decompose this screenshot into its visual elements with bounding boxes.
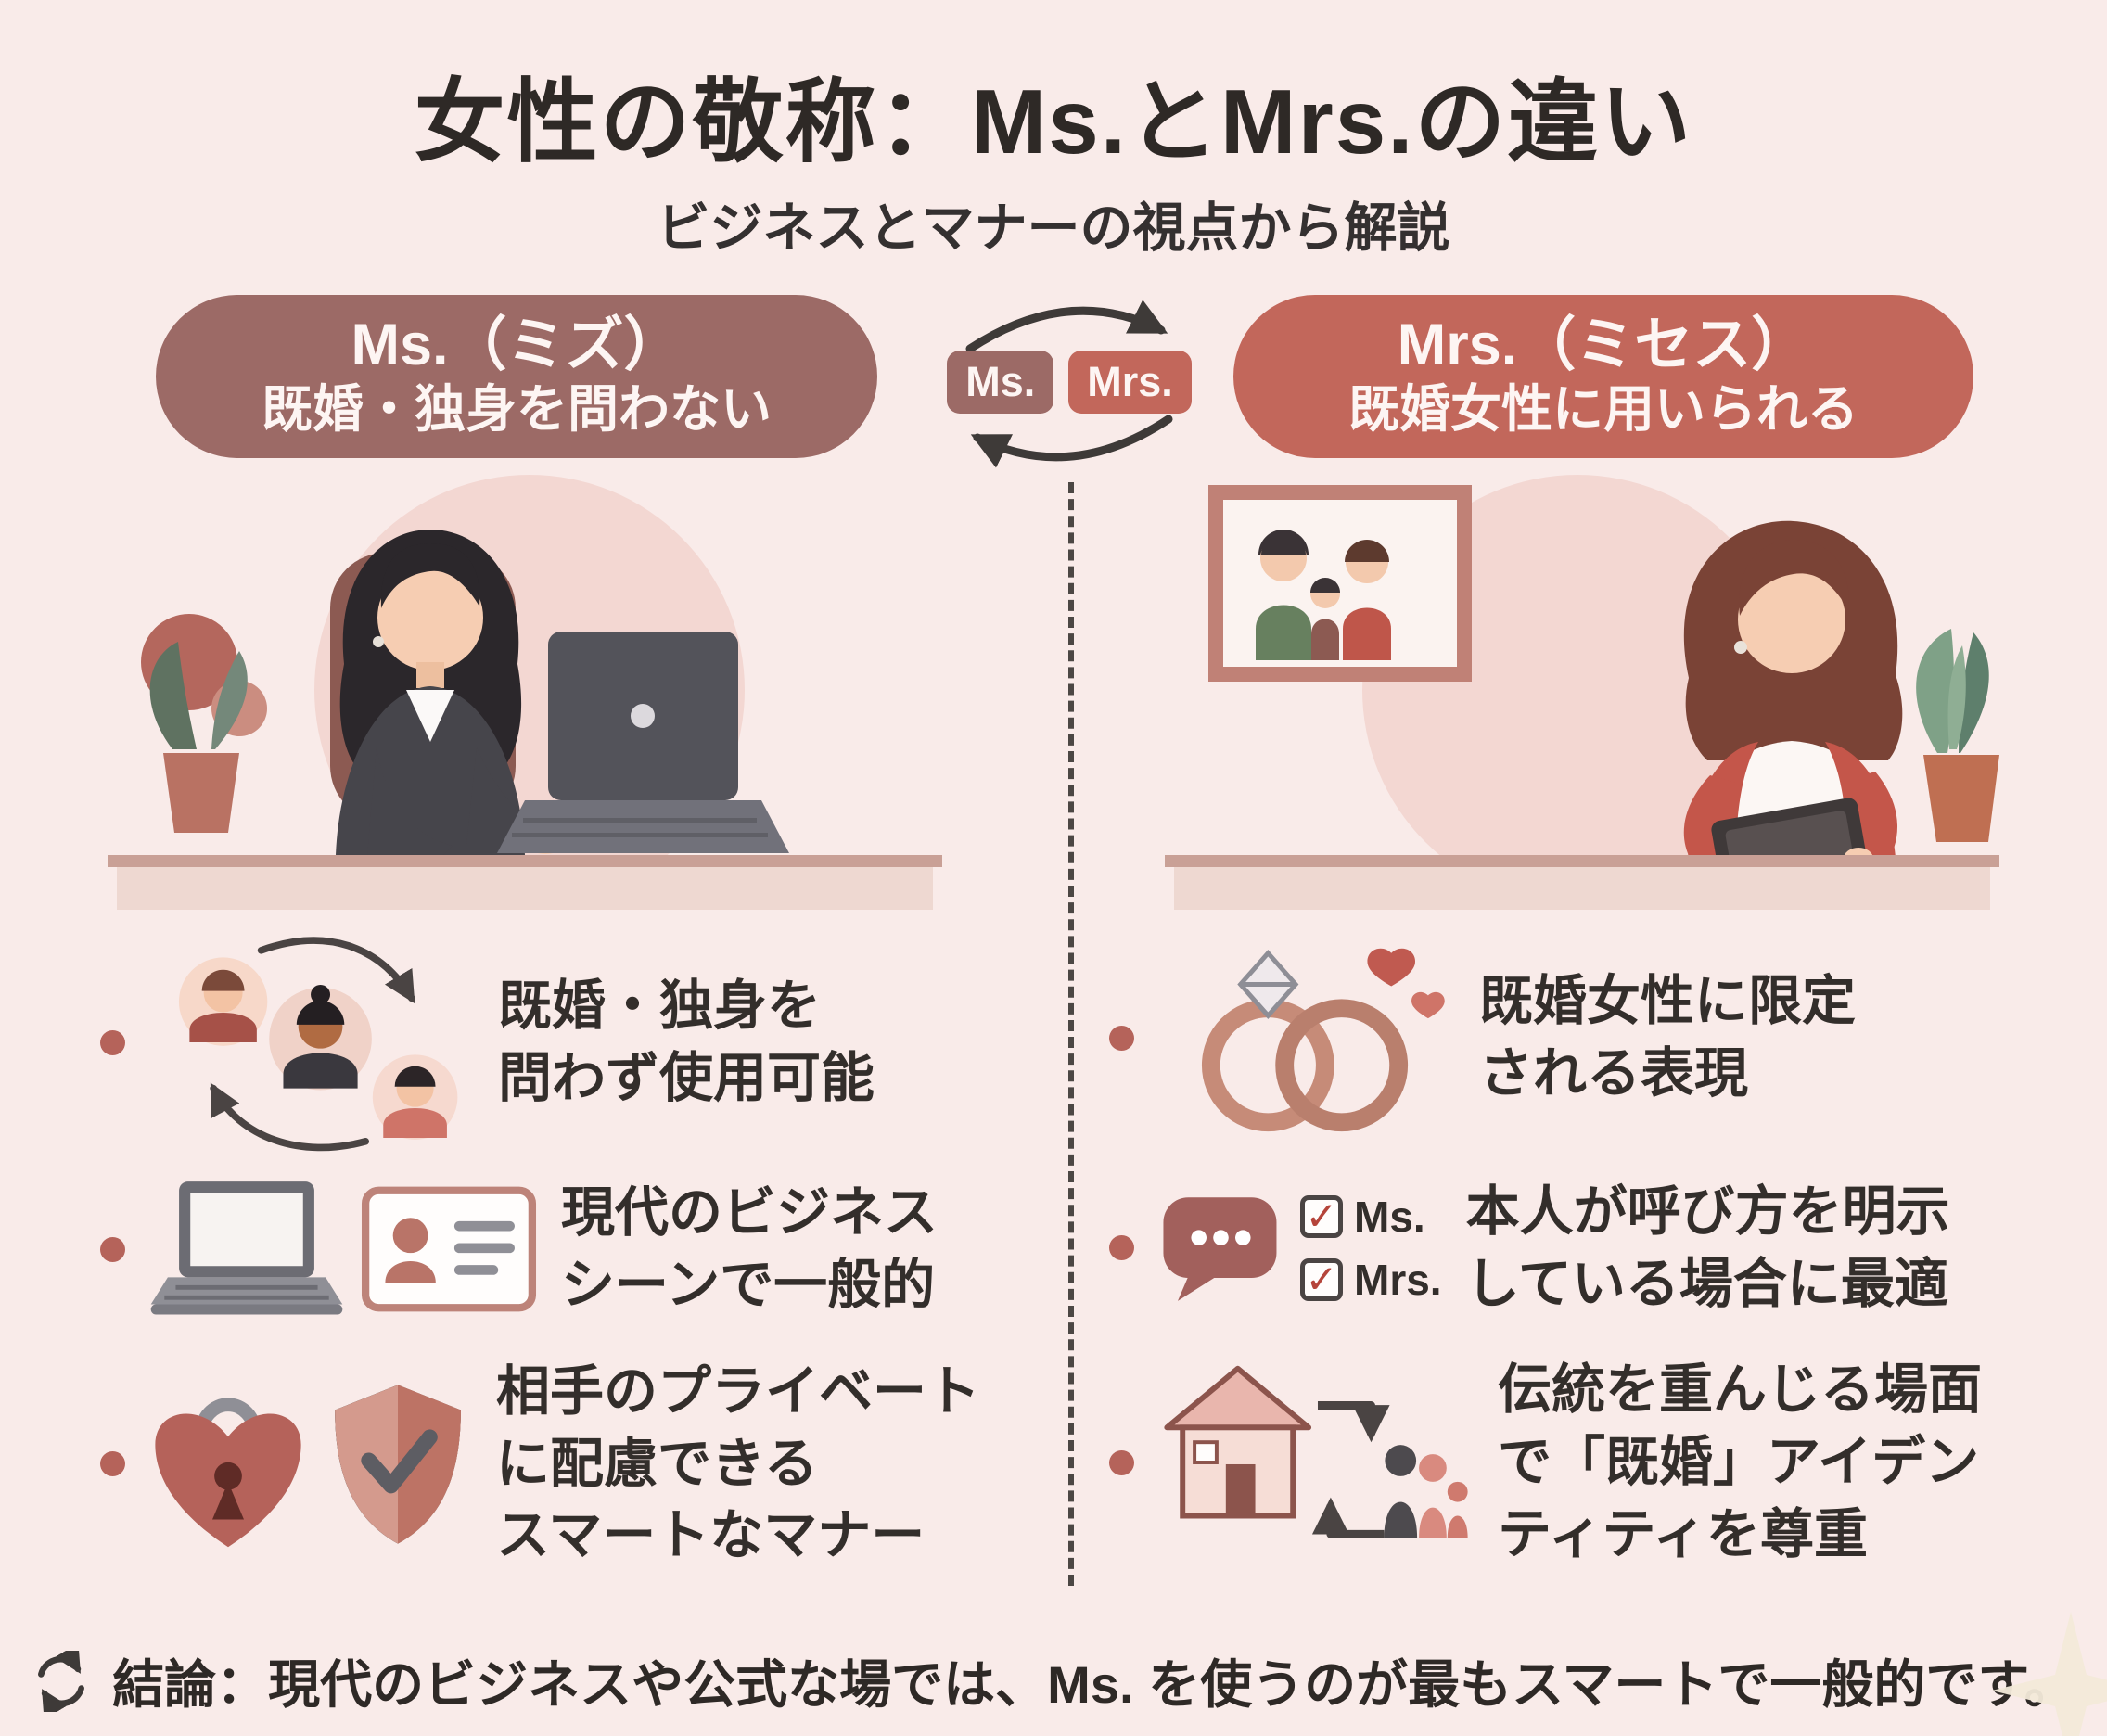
businesswoman-illustration	[108, 475, 942, 910]
conclusion-bar: 結論：現代のビジネスや公式な場では、Ms. を使うのが最もスマートで一般的です。	[0, 1643, 2107, 1718]
wedding-rings-icon	[1158, 927, 1455, 1148]
speech-bubble-icon	[1163, 1196, 1277, 1301]
ms-point-1-text: 既婚・独身を 問わず使用可能	[498, 976, 875, 1108]
shield-check-icon	[335, 1384, 461, 1544]
mrs-point-2-text: 本人が呼び方を明示 している場合に最適	[1465, 1181, 1950, 1314]
mrs-header-pill: Mrs.（ミセス） 既婚女性に用いられる	[1233, 295, 1973, 458]
swap-badges: Ms. Mrs.	[916, 351, 1222, 415]
ms-point-1: 既婚・独身を 問わず使用可能	[100, 927, 1068, 1157]
mrs-point-1: 既婚女性に限定 される表現	[1109, 927, 2087, 1148]
id-card-icon	[361, 1186, 537, 1312]
speech-checklist-icon: ✓ Ms. ✓ Mrs.	[1158, 1192, 1442, 1305]
cycle-icon	[38, 1650, 85, 1712]
checklist-row-ms: ✓ Ms.	[1300, 1192, 1442, 1242]
ms-point-2-text: 現代のビジネス シーンで一般的	[561, 1182, 939, 1315]
checkbox-checked-icon: ✓	[1300, 1194, 1343, 1238]
mrs-point-3-text: 伝統を重んじる場面 で「既婚」アイデン ティティを尊重	[1498, 1359, 1983, 1564]
bullet-dot	[1109, 1449, 1134, 1475]
mrs-pill-title: Mrs.（ミセス）	[1397, 313, 1810, 378]
bullet-dot	[1109, 1025, 1134, 1051]
mrs-point-1-text: 既婚女性に限定 される表現	[1479, 971, 1857, 1104]
avatars-cycle-icon	[149, 927, 474, 1157]
page-title: 女性の敬称：Ms.とMrs.の違い	[414, 70, 1693, 172]
ms-mrs-swap-group: Ms. Mrs.	[916, 287, 1222, 482]
house-family-icon	[1158, 1352, 1474, 1573]
mrs-badge: Mrs.	[1068, 351, 1192, 415]
heart-lock-icon	[155, 1398, 301, 1547]
column-divider	[1068, 482, 1074, 1586]
conclusion-text: 結論：現代のビジネスや公式な場では、Ms. を使うのが最もスマートで一般的です。	[112, 1655, 2076, 1714]
mrs-point-2: ✓ Ms. ✓ Mrs. 本人が呼び方を明示 している場合に最適	[1109, 1176, 2087, 1320]
checklist-label-mrs: Mrs.	[1354, 1255, 1442, 1304]
ms-header-pill: Ms.（ミズ） 既婚・独身を問わない	[156, 295, 877, 458]
swap-arrows-icon	[965, 300, 1173, 468]
laptop-icon	[150, 1181, 343, 1315]
ms-point-3-text: 相手のプライベート に配慮できる スマートなマナー	[496, 1361, 981, 1566]
ms-pill-title: Ms.（ミズ）	[351, 313, 683, 378]
bullet-dot	[100, 1029, 125, 1055]
bullet-dot	[1109, 1235, 1134, 1261]
checklist-label-ms: Ms.	[1354, 1192, 1425, 1241]
laptop-idcard-icon	[149, 1176, 537, 1322]
mrs-pill-subtitle: 既婚女性に用いられる	[1347, 379, 1858, 438]
married-woman-illustration	[1165, 475, 1999, 910]
honorific-checklist: ✓ Ms. ✓ Mrs.	[1300, 1192, 1442, 1305]
page-subtitle: ビジネスとマナーの視点から解説	[657, 198, 1450, 258]
ms-point-2: 現代のビジネス シーンで一般的	[100, 1176, 1068, 1322]
ms-badge: Ms.	[947, 351, 1054, 415]
ms-pill-subtitle: 既婚・独身を問わない	[261, 379, 772, 438]
bullet-dot	[100, 1236, 125, 1262]
checkbox-checked-icon: ✓	[1300, 1257, 1343, 1301]
checklist-row-mrs: ✓ Mrs.	[1300, 1255, 1442, 1305]
mrs-point-3: 伝統を重んじる場面 で「既婚」アイデン ティティを尊重	[1109, 1352, 2087, 1573]
ms-point-3: 相手のプライベート に配慮できる スマートなマナー	[100, 1356, 1068, 1572]
bullet-dot	[100, 1451, 125, 1477]
heartlock-shield-icon	[149, 1375, 472, 1553]
sparkle-watermark-icon	[1992, 1612, 2107, 1736]
